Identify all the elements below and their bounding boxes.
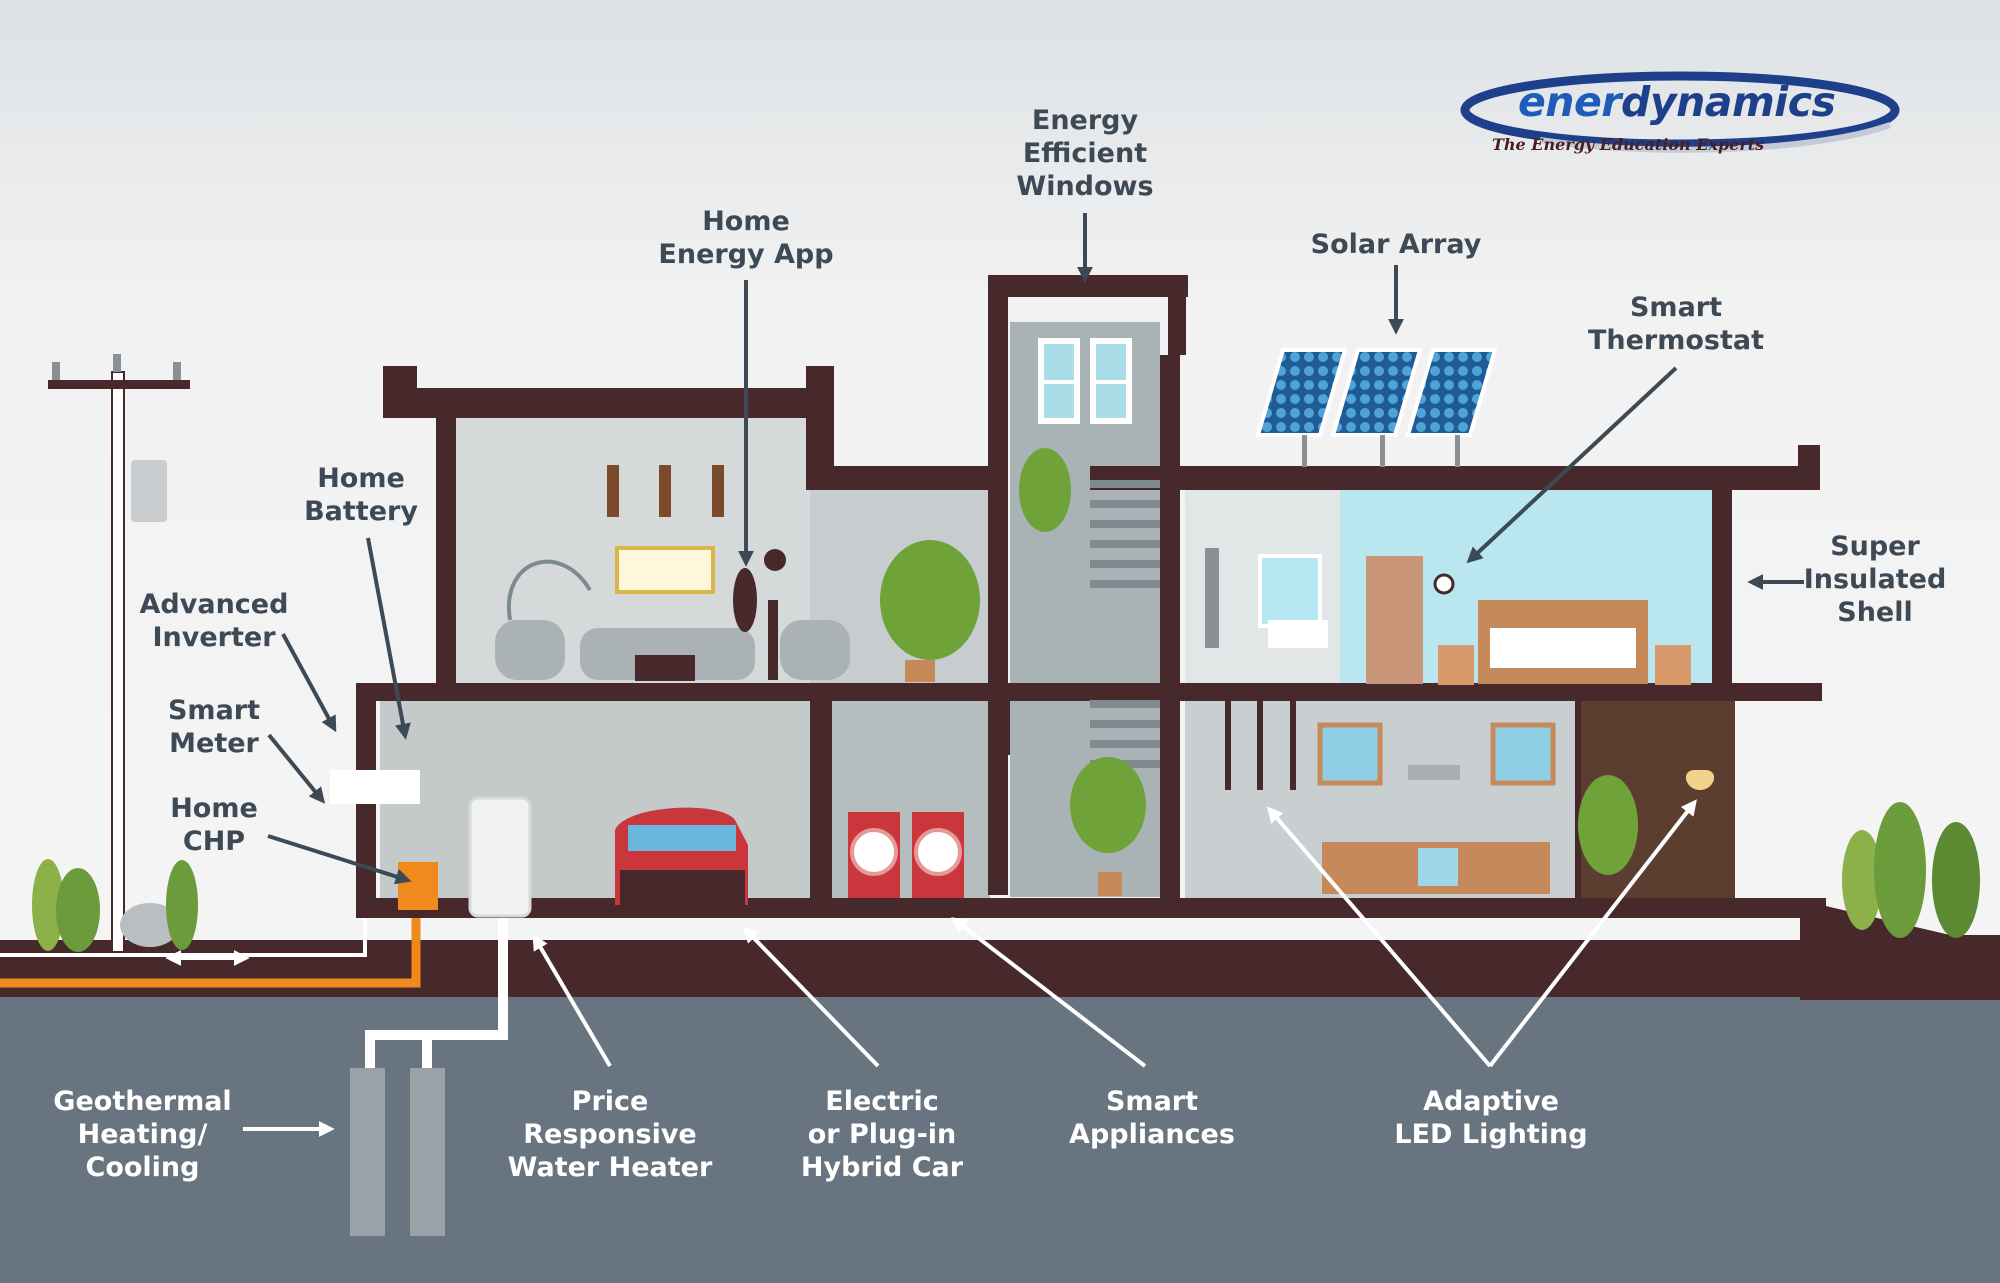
- label-home-battery: Home Battery: [304, 463, 418, 527]
- label-smart-appliances: Smart Appliances: [1069, 1086, 1235, 1150]
- logo-wordmark-part2: dynamics: [1621, 78, 1836, 126]
- house-structure: [356, 275, 1826, 918]
- kitchen: [1225, 700, 1715, 894]
- label-led-lighting: Adaptive LED Lighting: [1394, 1086, 1588, 1150]
- label-super-insulated-shell: Super Insulated Shell: [1803, 531, 1947, 628]
- logo-wordmark: enerdynamics: [1518, 78, 1836, 126]
- energy-efficient-windows: [1038, 338, 1132, 424]
- left-shrubs: [32, 859, 198, 952]
- stair-plants: [1019, 448, 1146, 896]
- solar-array: [1255, 348, 1498, 467]
- label-home-energy-app: Home Energy App: [658, 206, 834, 270]
- ground: [0, 900, 2000, 1283]
- label-solar-array: Solar Array: [1310, 229, 1482, 260]
- bath-and-bedroom: [1205, 548, 1691, 685]
- label-water-heater: Price Responsive Water Heater: [507, 1086, 713, 1183]
- label-smart-thermostat: Smart Thermostat: [1587, 292, 1765, 356]
- utility-pole: [48, 354, 190, 953]
- logo-wordmark-part1: ener: [1518, 78, 1622, 126]
- logo-tagline: The Energy Education Experts: [1492, 135, 1765, 154]
- right-shrubs: [1842, 802, 1980, 938]
- label-electric-car: Electric or Plug-in Hybrid Car: [800, 1086, 964, 1183]
- enerdynamics-logo: enerdynamics The Energy Education Expert…: [1460, 70, 1910, 160]
- label-arrows-light: [243, 799, 1697, 1137]
- living-room: [495, 465, 980, 682]
- label-energy-efficient-windows: Energy Efficient Windows: [1016, 105, 1154, 202]
- geothermal-wells: [350, 890, 508, 1236]
- label-arrows-dark: [267, 213, 1804, 885]
- logo-swoosh-icon: [1460, 71, 1900, 153]
- label-home-chp: Home CHP: [170, 793, 258, 857]
- label-geothermal: Geothermal Heating/ Cooling: [53, 1086, 232, 1183]
- label-advanced-inverter: Advanced Inverter: [139, 589, 289, 653]
- garage: [330, 770, 964, 918]
- label-smart-meter: Smart Meter: [167, 695, 261, 759]
